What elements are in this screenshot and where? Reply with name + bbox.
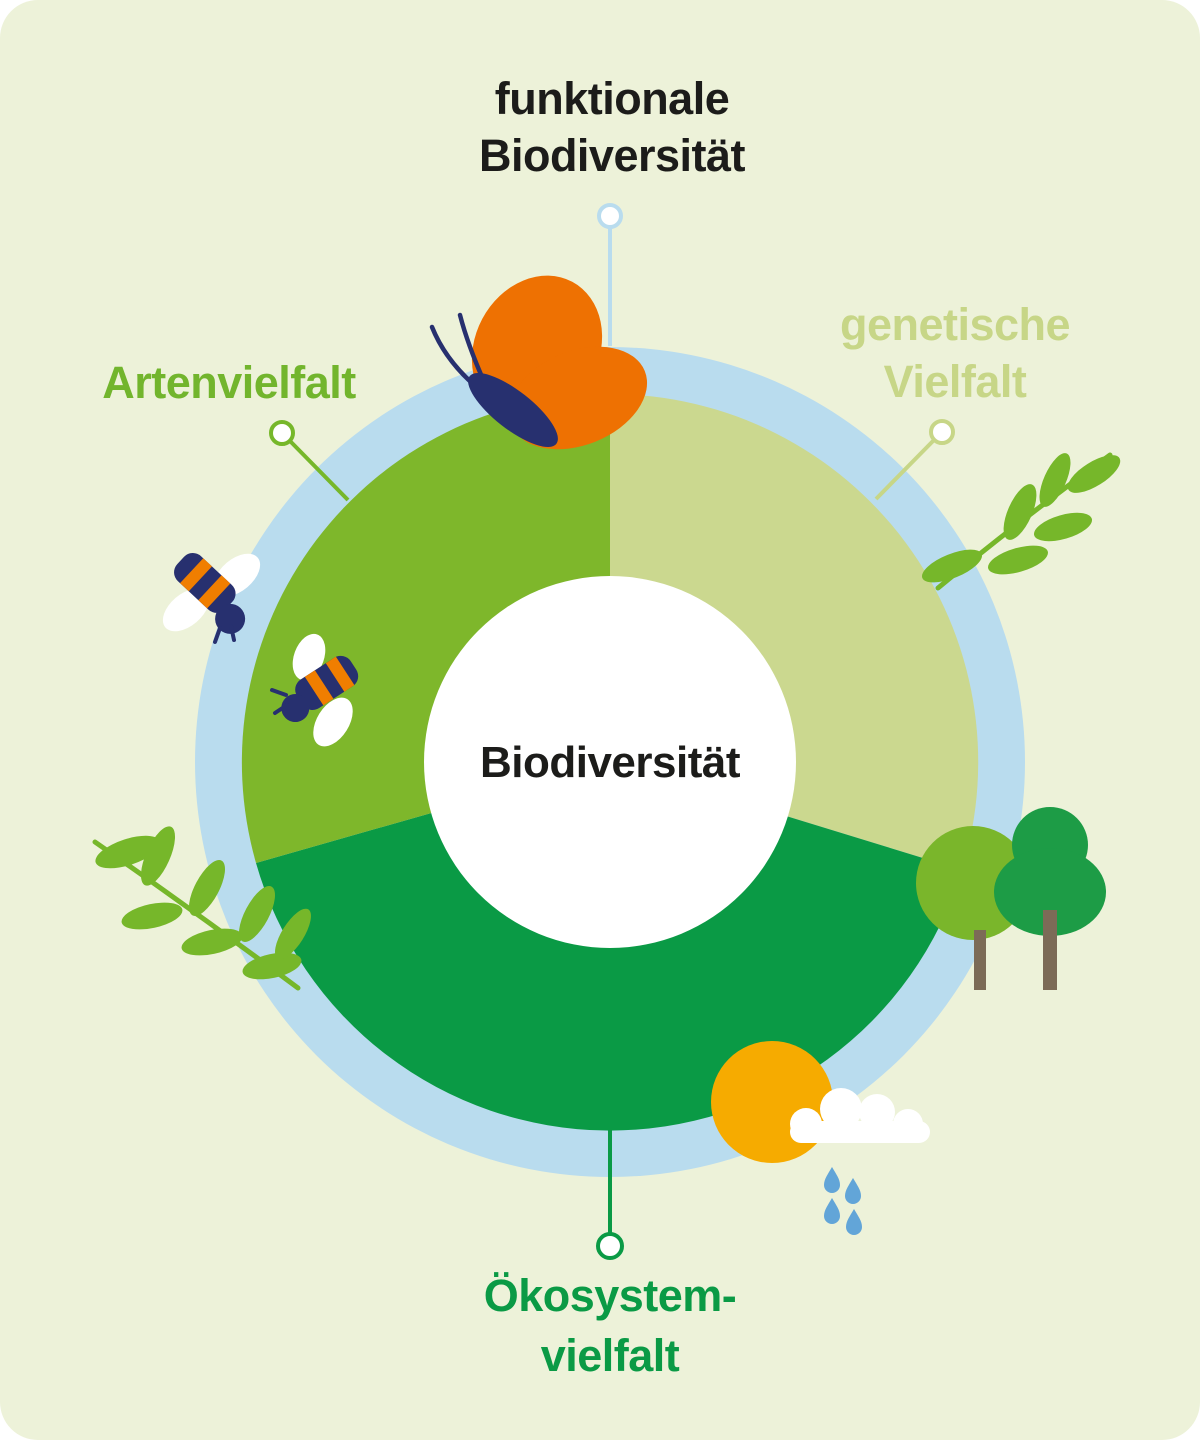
connector-artenvielfalt-line: [288, 439, 350, 502]
bee-stripe: [198, 575, 231, 609]
connector-oekosystem: [596, 1130, 624, 1260]
connector-genetische-vielfalt: [874, 419, 955, 501]
label-line: vielfalt: [540, 1330, 680, 1381]
cloud-base: [790, 1121, 930, 1143]
branch-leaves: [921, 453, 1121, 583]
bee-wing: [313, 697, 353, 747]
leaf: [121, 902, 183, 930]
tree-trunk: [1043, 910, 1057, 990]
label-line: Artenvielfalt: [102, 357, 356, 408]
raindrop: [846, 1209, 862, 1235]
label-line: genetische: [839, 299, 1071, 350]
bee-leg: [270, 688, 288, 697]
raindrop: [845, 1178, 861, 1204]
leaf: [181, 928, 243, 956]
label-genetische-vielfalt: genetische Vielfalt: [755, 296, 1155, 410]
bee: [270, 633, 359, 747]
bee-leg: [229, 624, 236, 642]
bee-head: [215, 603, 246, 634]
label-line: Vielfalt: [883, 356, 1027, 407]
branch-leaves: [95, 826, 311, 980]
leaf: [1067, 455, 1121, 493]
leaf: [242, 952, 302, 980]
raindrops: [824, 1167, 862, 1235]
leaf: [988, 545, 1048, 575]
bee-leg: [213, 626, 222, 644]
tree-crown-dark: [994, 807, 1106, 936]
bee-stripes: [180, 558, 231, 609]
label-oekosystemvielfalt: Ökosystem- vielfalt: [410, 1266, 810, 1386]
connector-genetische-line: [874, 438, 936, 501]
leaf: [188, 860, 226, 916]
bee-stripe: [325, 656, 355, 692]
cloud: [790, 1088, 930, 1143]
connector-artenvielfalt: [269, 420, 350, 502]
connector-funktionale-dot: [597, 203, 623, 229]
center-circle: [424, 576, 796, 948]
leaf: [140, 826, 176, 886]
label-funktionale-biodiversitaet: funktionale Biodiversität: [312, 70, 912, 184]
connector-funktionale: [597, 203, 623, 346]
bee-head: [281, 694, 310, 723]
bee-legs: [213, 624, 236, 644]
bee-wings: [292, 633, 353, 747]
bee-leg: [273, 703, 289, 715]
bee-body: [174, 552, 236, 613]
bee-legs: [270, 688, 289, 715]
leaf: [1033, 512, 1093, 542]
center-label-biodiversitaet: Biodiversität: [479, 738, 741, 787]
connector-oekosystem-dot: [596, 1232, 624, 1260]
leaf: [95, 835, 161, 869]
tree-trunks: [974, 910, 1057, 990]
leaf: [1039, 453, 1071, 507]
leaf: [275, 908, 311, 960]
tree-trunk: [974, 930, 986, 990]
butterfly-body: [468, 372, 558, 448]
bee-body-group: [281, 655, 359, 723]
bee: [162, 552, 261, 644]
connector-artenvielfalt-dot: [269, 420, 295, 446]
label-line: Biodiversität: [478, 130, 746, 181]
leaf-branch-right: [921, 452, 1121, 591]
label-artenvielfalt: Artenvielfalt: [29, 358, 429, 408]
label-line: funktionale: [494, 73, 730, 124]
bee-stripes: [304, 656, 355, 706]
bee-wing: [292, 633, 326, 681]
raindrop: [824, 1167, 840, 1193]
leaf: [1003, 484, 1037, 540]
sun: [711, 1041, 833, 1163]
leaf: [921, 549, 983, 583]
bee-stripe: [180, 558, 213, 592]
label-line: Ökosystem-: [483, 1270, 737, 1321]
bee-body-group: [174, 552, 246, 634]
weather-group: [711, 1041, 930, 1235]
bee-stripe: [304, 670, 334, 706]
butterfly: [429, 275, 648, 450]
trees: [916, 807, 1106, 990]
connector-genetische-dot: [929, 419, 955, 445]
leaf: [238, 886, 276, 942]
tree-crown-bottom: [994, 848, 1106, 936]
raindrop: [824, 1198, 840, 1224]
leaf-branch-left: [92, 826, 311, 991]
cloud-puff: [820, 1088, 862, 1130]
